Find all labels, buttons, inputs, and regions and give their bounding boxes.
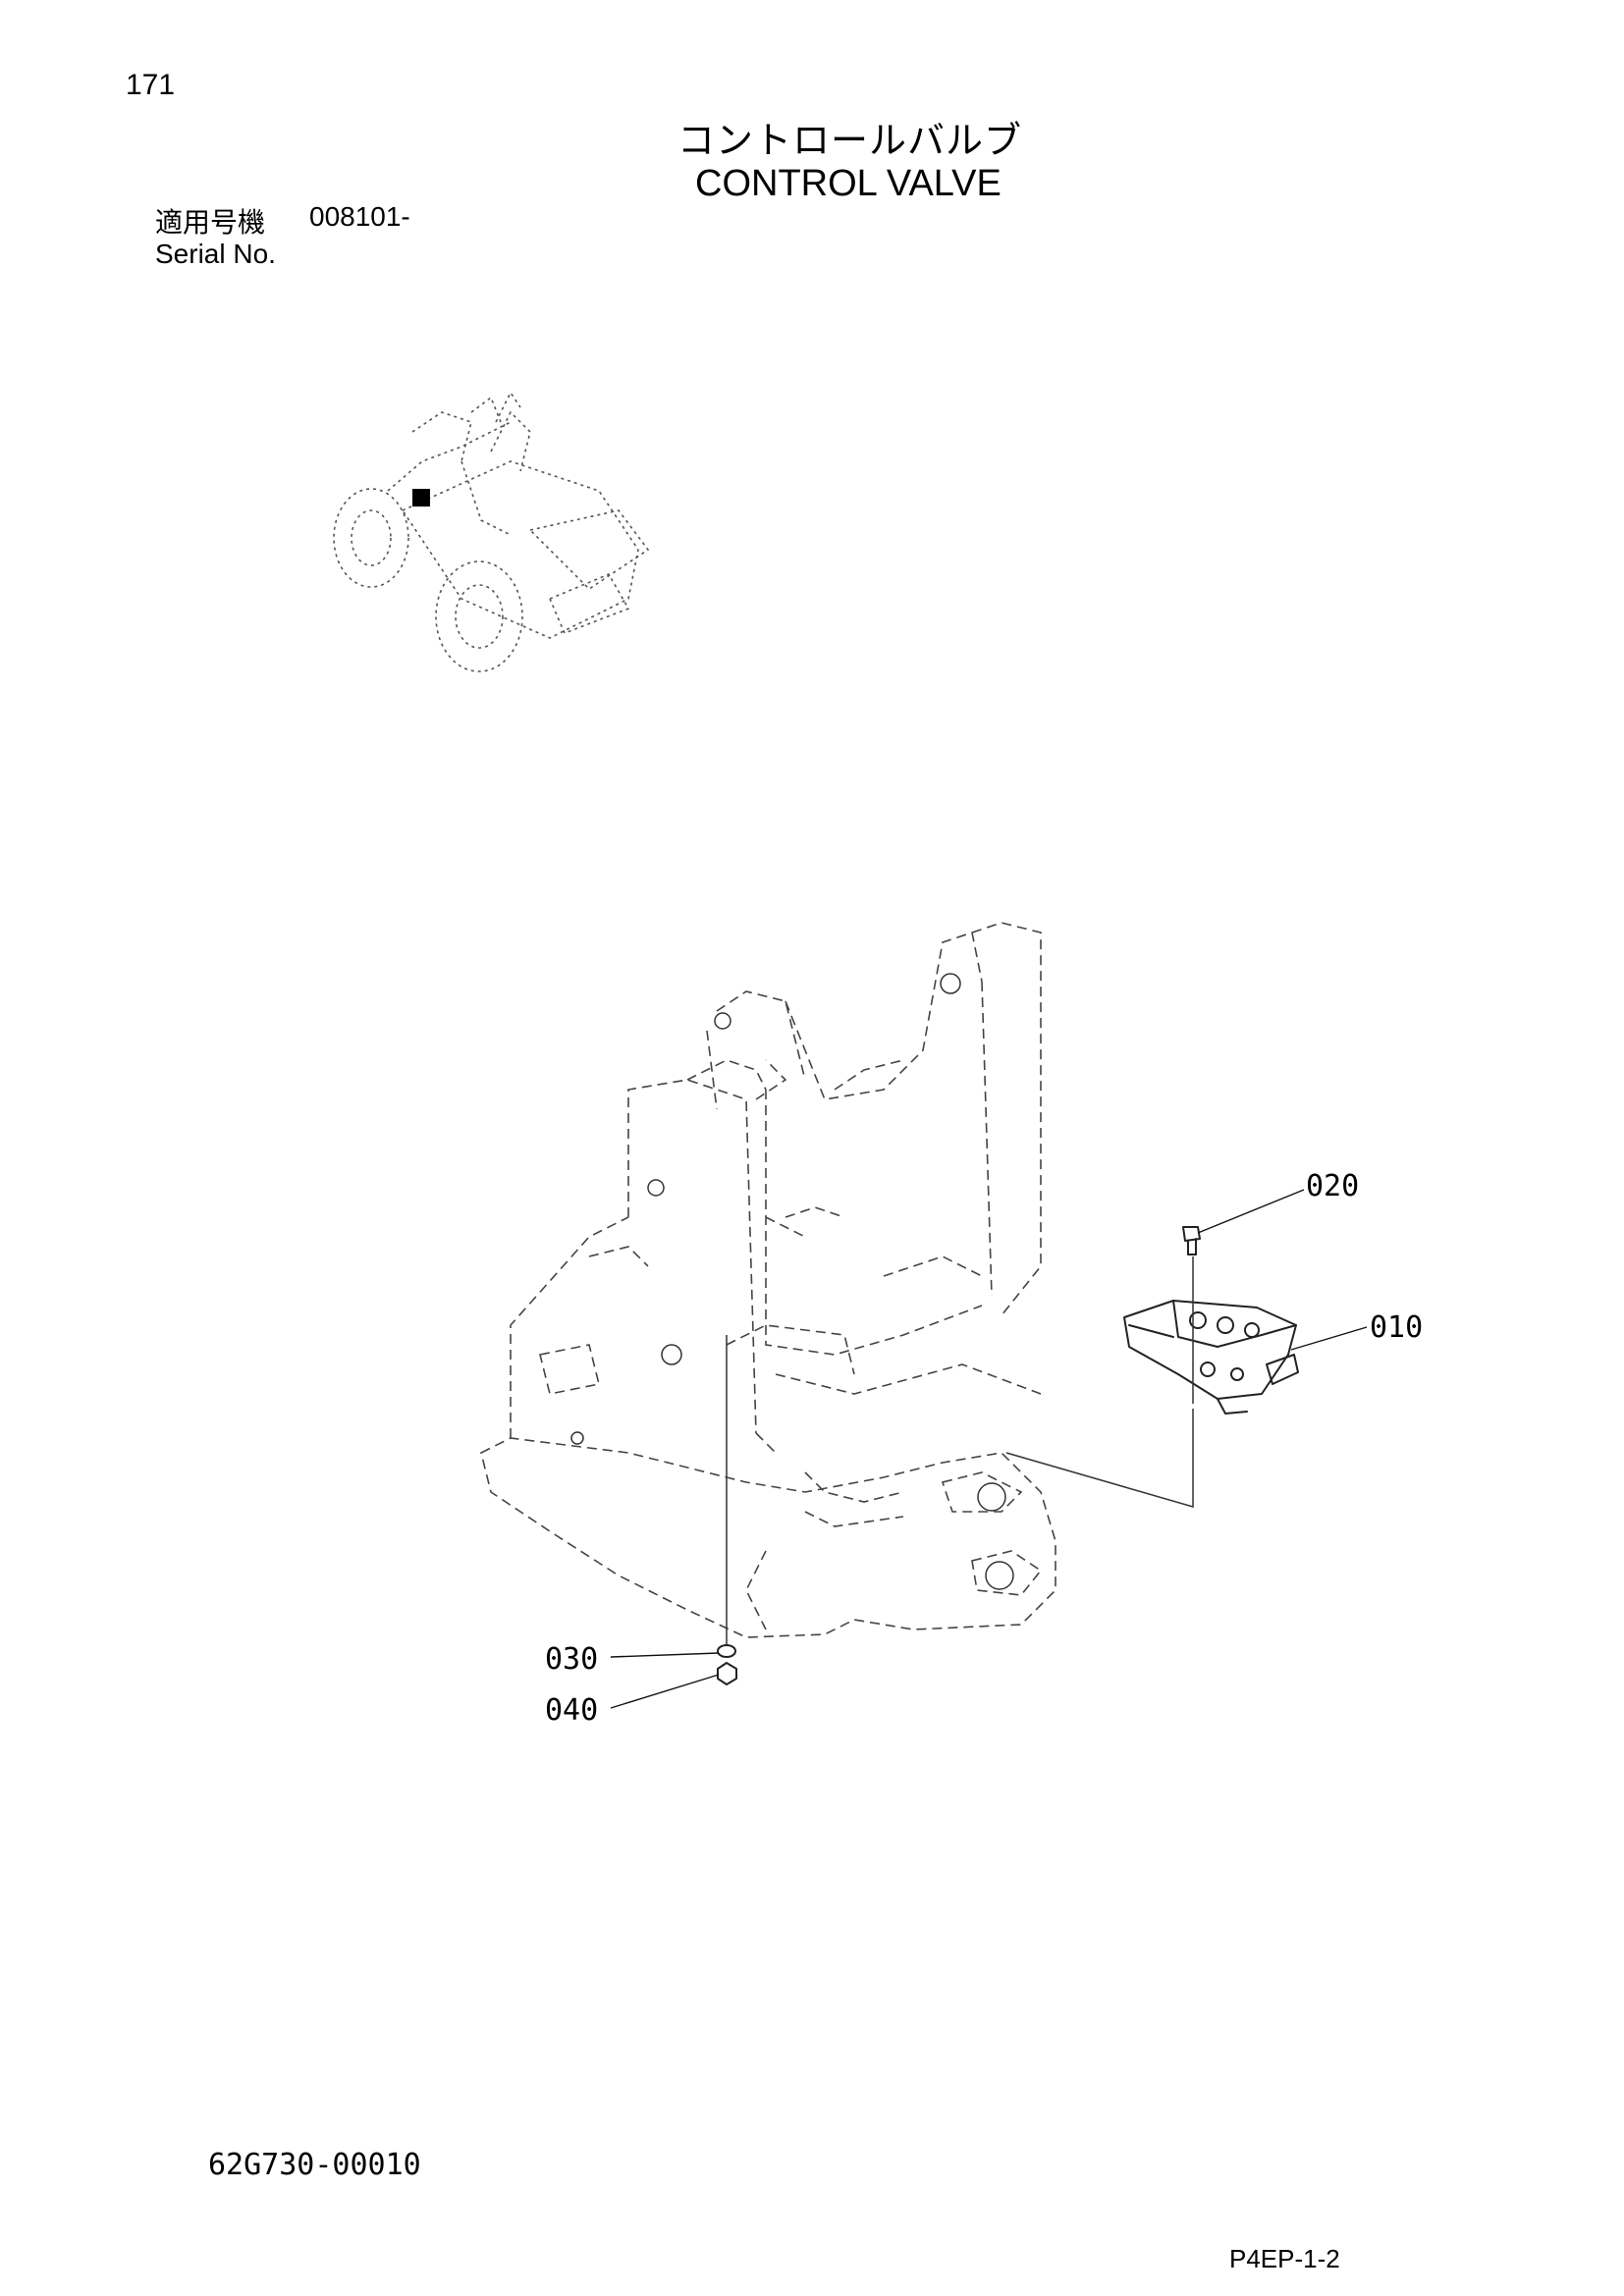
drawing-number: 62G730-00010 [208,2148,421,2182]
serial-number-value: 008101- [309,201,410,232]
callout-020: 020 [1306,1169,1359,1203]
bolt-part [1182,1226,1201,1255]
page-number: 171 [126,69,176,101]
washer-part [717,1644,736,1658]
callout-040: 040 [545,1693,598,1728]
page-code: P4EP-1-2 [1229,2244,1340,2273]
control-valve-part [1123,1300,1299,1415]
title-japanese: コントロールバルブ [677,119,1023,162]
nut-part [717,1662,737,1685]
callout-010: 010 [1370,1310,1423,1345]
title-english: CONTROL VALVE [695,163,1001,204]
serial-label-japanese: 適用号機 [155,206,266,239]
callout-030: 030 [545,1642,598,1677]
serial-label-english: Serial No. [155,239,276,269]
